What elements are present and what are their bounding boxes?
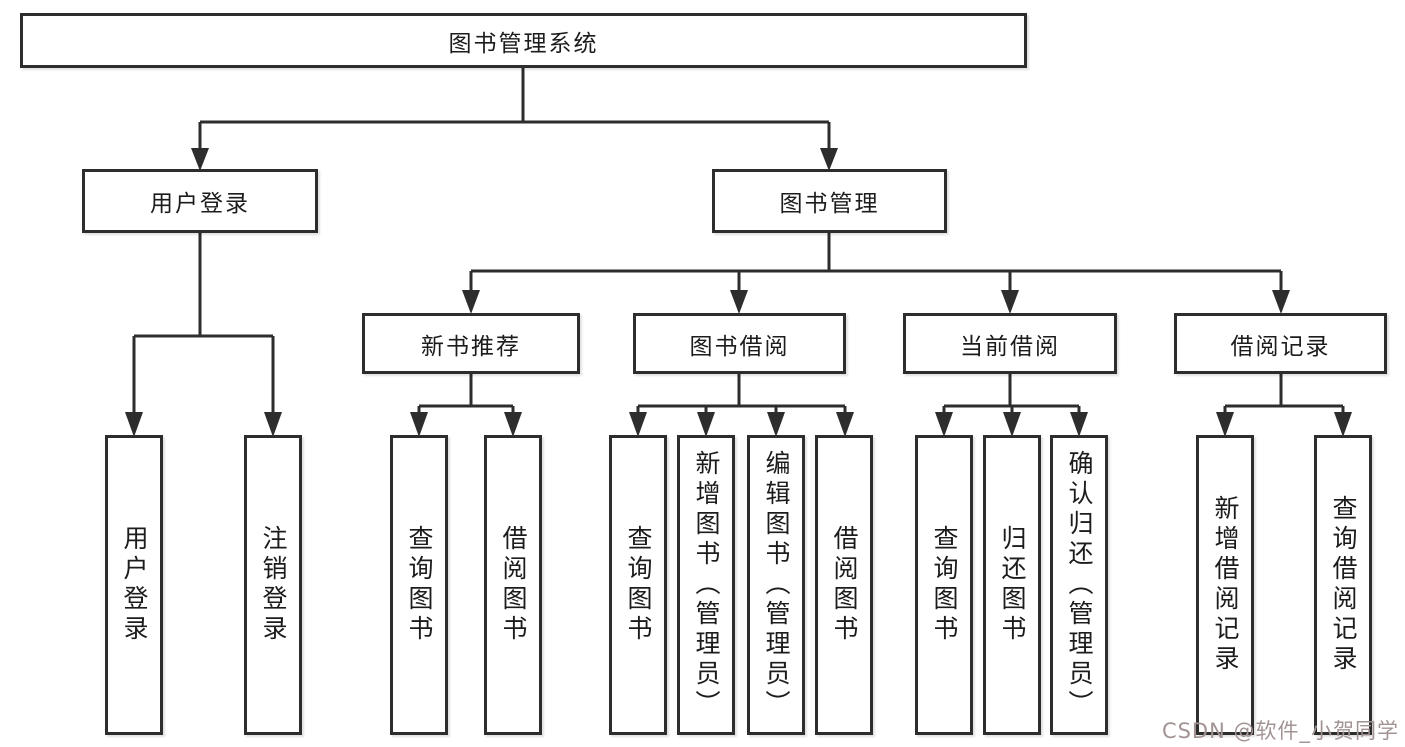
node-label: 注销登录 [259,525,288,645]
leaf-return-books: 归还图书 [983,435,1041,735]
node-label: 归还图书 [998,525,1027,645]
node-label: 查询图书 [624,525,653,645]
node-label: 查询借阅记录 [1329,495,1358,675]
csdn-watermark: CSDN @软件_小贺同学 [1161,719,1399,743]
leaf-query-books-recommend: 查询图书 [390,435,448,735]
node-label: 用户登录 [120,525,149,645]
node-label: 编辑图书（管理员） [762,450,791,720]
leaf-borrow-books-recommend: 借阅图书 [484,435,542,735]
node-label: 图书借阅 [689,333,790,360]
node-book-management: 图书管理 [712,169,947,233]
node-label: 新增借阅记录 [1211,495,1240,675]
node-label: 借阅图书 [830,525,859,645]
leaf-user-login: 用户登录 [105,435,163,735]
node-user-login: 用户登录 [82,169,318,233]
wire-current-to-leaves [942,374,1081,414]
leaf-query-books-borrow: 查询图书 [609,435,667,735]
leaf-query-books-current: 查询图书 [915,435,973,735]
node-root-system: 图书管理系统 [20,13,1027,68]
leaf-query-borrow-record: 查询借阅记录 [1314,435,1372,735]
node-label: 确认归还（管理员） [1065,450,1094,720]
wire-borrow-to-leaves [636,374,847,414]
leaf-edit-books-admin: 编辑图书（管理员） [747,435,805,735]
wire-newbook-to-leaves [417,374,515,414]
node-label: 当前借阅 [960,333,1060,360]
wire-bookmgmt-to-level3 [469,233,1283,292]
node-label: 新书推荐 [421,333,521,360]
wire-root-to-level2 [198,68,831,150]
leaf-logout: 注销登录 [244,435,302,735]
leaf-borrow-books: 借阅图书 [815,435,873,735]
node-label: 图书管理系统 [448,30,599,57]
node-label: 用户登录 [150,191,250,217]
node-label: 图书管理 [779,191,880,217]
wire-records-to-leaves [1223,374,1345,414]
node-label: 查询图书 [930,525,959,645]
node-label: 借阅图书 [499,525,528,645]
leaf-add-borrow-record: 新增借阅记录 [1196,435,1254,735]
node-label: 查询图书 [405,525,434,645]
node-label: 新增图书（管理员） [692,450,721,720]
node-borrow-records: 借阅记录 [1174,313,1387,374]
node-book-borrow: 图书借阅 [633,313,846,374]
leaf-add-books-admin: 新增图书（管理员） [677,435,735,735]
node-label: 借阅记录 [1230,333,1331,360]
node-current-borrow: 当前借阅 [903,313,1117,374]
node-new-book-recommend: 新书推荐 [362,313,580,374]
leaf-confirm-return-admin: 确认归还（管理员） [1050,435,1108,735]
wire-userlogin-to-leaves [132,233,275,414]
